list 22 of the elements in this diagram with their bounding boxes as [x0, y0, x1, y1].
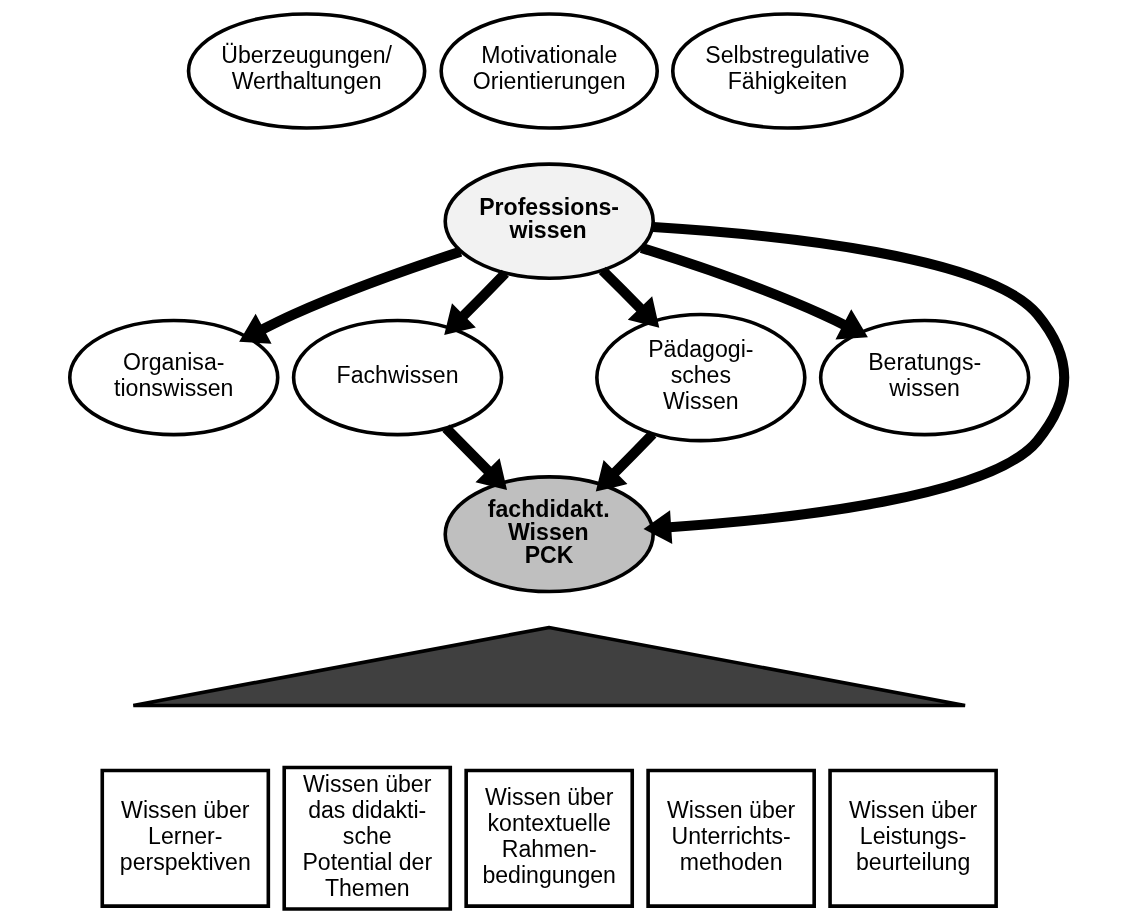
node-ellipse: Pädagogi- sches Wissen	[595, 312, 807, 443]
node-box: Wissen über Lerner- perspektiven	[100, 768, 271, 908]
node-ellipse: Professions- wissen	[443, 162, 655, 280]
node-box: Wissen über das didakti- sche Potential der Themen	[282, 765, 453, 911]
arrow	[239, 246, 463, 344]
node-ellipse: Motivationale Orientierungen	[439, 12, 659, 130]
arrow	[598, 266, 660, 328]
node-box: Wissen über Unterrichts- methoden	[646, 768, 816, 908]
node-box: Wissen über Leistungs- beurteilung	[828, 768, 998, 908]
arrow	[595, 430, 657, 492]
node-ellipse: Organisa- tionswissen	[67, 318, 280, 437]
node-ellipse: Fachwissen	[291, 318, 504, 437]
node-ellipse: fachdidakt. Wissen PCK	[443, 475, 655, 594]
node-ellipse: Beratungs- wissen	[818, 318, 1031, 437]
node-triangle	[131, 625, 967, 708]
node-box: Wissen über kontextuelle Rahmen- bedingungen	[464, 768, 635, 908]
arrow	[442, 424, 508, 490]
node-ellipse: Selbstregulative Fähigkeiten	[670, 12, 904, 130]
arrow	[643, 222, 1070, 545]
arrow	[444, 269, 509, 335]
node-ellipse: Überzeugungen/ Werthaltungen	[186, 12, 427, 130]
arrow	[639, 243, 868, 340]
